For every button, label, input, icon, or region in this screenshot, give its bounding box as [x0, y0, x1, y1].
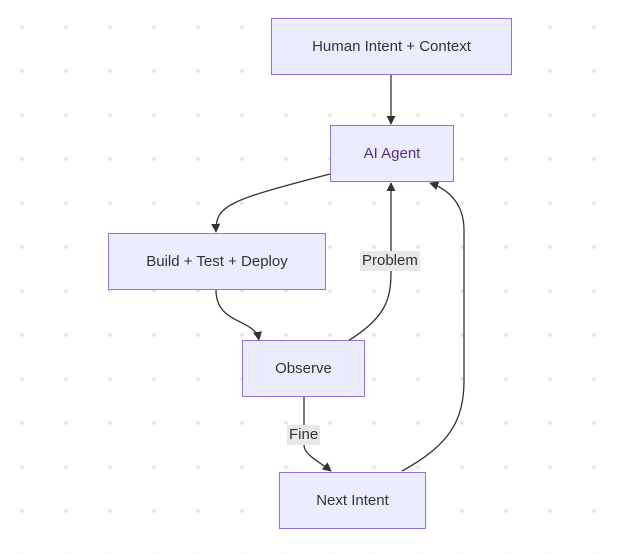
node-next-intent[interactable]: Next Intent: [279, 472, 426, 529]
node-next-intent-label: Next Intent: [316, 492, 389, 509]
edge-label-problem: Problem: [360, 251, 420, 271]
edge-observe-to-next-fine: [303, 397, 332, 472]
edge-next-to-agent: [401, 181, 465, 472]
node-observe-label: Observe: [275, 360, 332, 377]
node-build-test-deploy[interactable]: Build + Test + Deploy: [108, 233, 326, 290]
node-human-intent-context-label: Human Intent + Context: [312, 38, 471, 55]
edge-agent-to-build: [211, 173, 331, 233]
edge-build-to-observe: [215, 289, 262, 341]
node-human-intent-context[interactable]: Human Intent + Context: [271, 18, 512, 75]
edge-label-fine: Fine: [287, 425, 321, 445]
edge-observe-to-agent-problem: [347, 182, 396, 342]
node-build-test-deploy-label: Build + Test + Deploy: [146, 253, 288, 270]
node-ai-agent[interactable]: AI Agent: [330, 125, 454, 182]
node-observe[interactable]: Observe: [242, 340, 365, 397]
node-ai-agent-label: AI Agent: [363, 145, 421, 162]
